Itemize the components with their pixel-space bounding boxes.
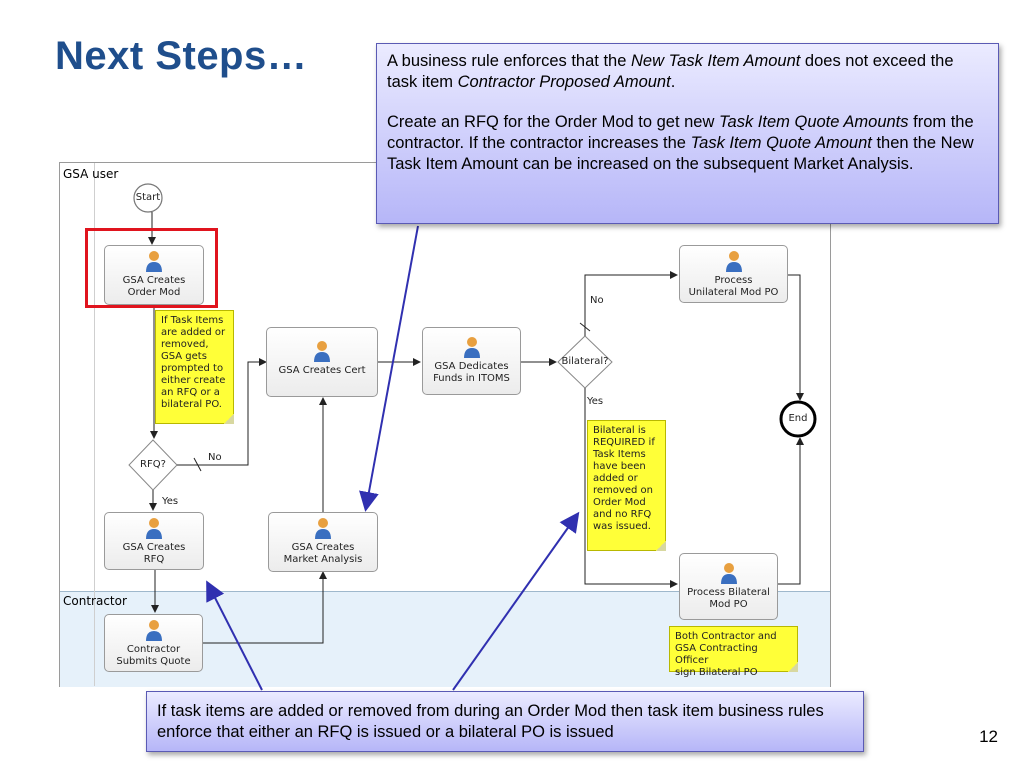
bilateral-yes-label: Yes — [587, 396, 604, 407]
user-icon — [725, 251, 742, 272]
task-label: GSA Creates RFQ — [122, 542, 186, 565]
callout-paragraph-1: A business rule enforces that the New Ta… — [387, 52, 954, 91]
order-mod-highlight — [85, 228, 218, 308]
user-icon — [720, 563, 737, 584]
user-icon — [146, 251, 162, 272]
contractor-lane-label: Contractor — [63, 594, 127, 608]
slide-title: Next Steps… — [55, 34, 308, 78]
task-label: Contractor Submits Quote — [116, 644, 191, 667]
task-items-callout: If task items are added or removed from … — [146, 691, 864, 752]
task-label: GSA Creates Market Analysis — [283, 542, 363, 565]
bilateral-no-label: No — [590, 295, 604, 306]
end-label: End — [788, 413, 808, 424]
task-label: GSA Creates Cert — [278, 365, 366, 376]
rfq-gateway-label: RFQ? — [140, 459, 166, 470]
rfq-no-label: No — [208, 452, 222, 463]
callout-paragraph-2: Create an RFQ for the Order Mod to get n… — [387, 113, 974, 173]
user-icon — [315, 518, 331, 539]
user-icon — [314, 341, 330, 362]
task-label: Process Bilateral Mod PO — [687, 587, 770, 610]
task-gsa-creates-market-analysis[interactable]: GSA Creates Market Analysis — [268, 512, 378, 572]
start-label: Start — [135, 192, 161, 203]
user-icon — [145, 620, 162, 641]
bilateral-note: Bilateral is REQUIRED if Task Items have… — [587, 420, 666, 551]
task-process-unilateral-mod-po[interactable]: Process Unilateral Mod PO — [679, 245, 788, 303]
task-gsa-creates-cert[interactable]: GSA Creates Cert — [266, 327, 378, 397]
task-gsa-creates-rfq[interactable]: GSA Creates RFQ — [104, 512, 204, 570]
start-event — [133, 183, 163, 213]
task-label: Process Unilateral Mod PO — [688, 275, 779, 298]
sign-note: Both Contractor and GSA Contracting Offi… — [669, 626, 798, 678]
gsa-lane-label: GSA user — [63, 167, 119, 181]
bilateral-gateway-label: Bilateral? — [561, 356, 609, 367]
end-event — [779, 400, 817, 438]
task-gsa-creates-order-mod[interactable]: GSA Creates Order Mod — [104, 245, 204, 305]
task-label: GSA Creates Order Mod — [122, 275, 186, 298]
rfq-yes-label: Yes — [162, 496, 179, 507]
user-icon — [146, 518, 162, 539]
page-number: 12 — [979, 727, 998, 746]
user-icon — [463, 337, 480, 358]
task-label: GSA Dedicates Funds in ITOMS — [433, 361, 510, 384]
task-process-bilateral-mod-po[interactable]: Process Bilateral Mod PO — [679, 553, 778, 620]
task-gsa-dedicates-funds[interactable]: GSA Dedicates Funds in ITOMS — [422, 327, 521, 395]
task-contractor-submits-quote[interactable]: Contractor Submits Quote — [104, 614, 203, 672]
lane-divider — [94, 163, 95, 686]
rfq-note: If Task Items are added or removed, GSA … — [155, 310, 234, 424]
business-rule-callout: A business rule enforces that the New Ta… — [376, 43, 999, 224]
